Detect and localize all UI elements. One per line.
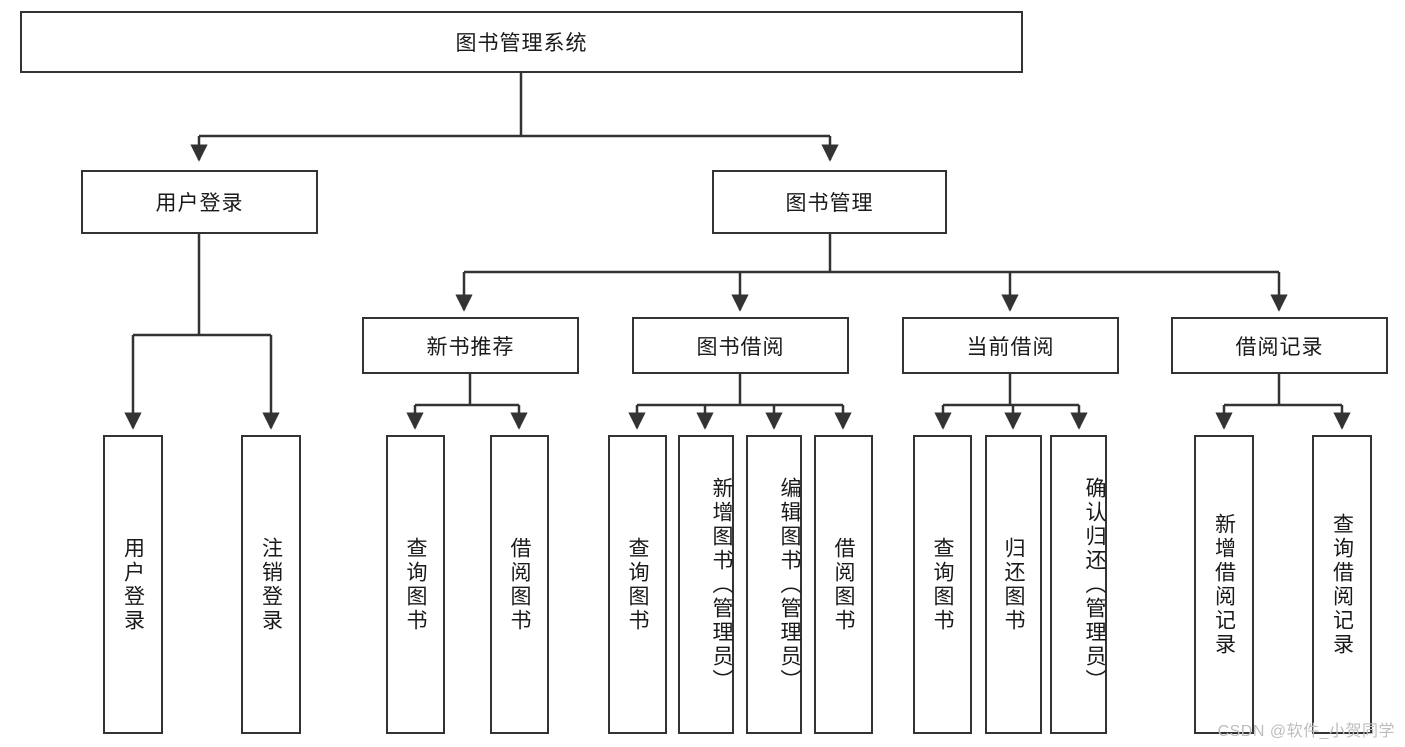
node-label: 借阅图书 — [832, 536, 855, 633]
node-label: 查询借阅记录 — [1330, 512, 1354, 657]
node-label: 查询图书 — [931, 536, 954, 633]
leaf-borrow-books[interactable]: 借阅图书 — [814, 435, 873, 734]
node-label: 新增图书（管理员） — [710, 476, 733, 693]
node-label: 归还图书 — [1002, 536, 1025, 633]
node-root-book-management-system[interactable]: 图书管理系统 — [20, 11, 1023, 73]
node-label: 查询图书 — [404, 536, 427, 633]
node-new-book-recommend[interactable]: 新书推荐 — [362, 317, 579, 374]
node-label: 借阅记录 — [1235, 335, 1324, 359]
node-book-borrow[interactable]: 图书借阅 — [632, 317, 849, 374]
node-label: 编辑图书（管理员） — [778, 476, 801, 693]
leaf-add-book-admin[interactable]: 新增图书（管理员） — [678, 435, 734, 734]
leaf-return-books[interactable]: 归还图书 — [985, 435, 1042, 734]
node-label: 图书管理 — [785, 192, 874, 215]
leaf-user-login[interactable]: 用户登录 — [103, 435, 163, 734]
node-borrow-records[interactable]: 借阅记录 — [1171, 317, 1388, 374]
node-current-borrow[interactable]: 当前借阅 — [902, 317, 1119, 374]
leaf-logout-login[interactable]: 注销登录 — [241, 435, 301, 734]
node-label: 当前借阅 — [966, 335, 1055, 359]
node-label: 新书推荐 — [426, 335, 515, 359]
leaf-borrow-books-recommend[interactable]: 借阅图书 — [490, 435, 549, 734]
node-label: 图书借阅 — [696, 335, 785, 359]
leaf-query-borrow-record[interactable]: 查询借阅记录 — [1312, 435, 1372, 734]
leaf-query-books-borrow[interactable]: 查询图书 — [608, 435, 667, 734]
node-label: 图书管理系统 — [455, 32, 588, 55]
node-label: 注销登录 — [259, 536, 283, 633]
leaf-add-borrow-record[interactable]: 新增借阅记录 — [1194, 435, 1254, 734]
node-book-management[interactable]: 图书管理 — [712, 170, 947, 234]
node-label: 新增借阅记录 — [1212, 512, 1236, 657]
leaf-confirm-return-admin[interactable]: 确认归还（管理员） — [1050, 435, 1107, 734]
node-label: 用户登录 — [121, 536, 145, 633]
node-label: 借阅图书 — [508, 536, 531, 633]
leaf-query-books-current[interactable]: 查询图书 — [913, 435, 972, 734]
node-user-login[interactable]: 用户登录 — [81, 170, 318, 234]
node-label: 查询图书 — [626, 536, 649, 633]
leaf-query-books-recommend[interactable]: 查询图书 — [386, 435, 445, 734]
node-label: 确认归还（管理员） — [1083, 476, 1106, 693]
leaf-edit-book-admin[interactable]: 编辑图书（管理员） — [746, 435, 802, 734]
node-label: 用户登录 — [155, 192, 244, 215]
